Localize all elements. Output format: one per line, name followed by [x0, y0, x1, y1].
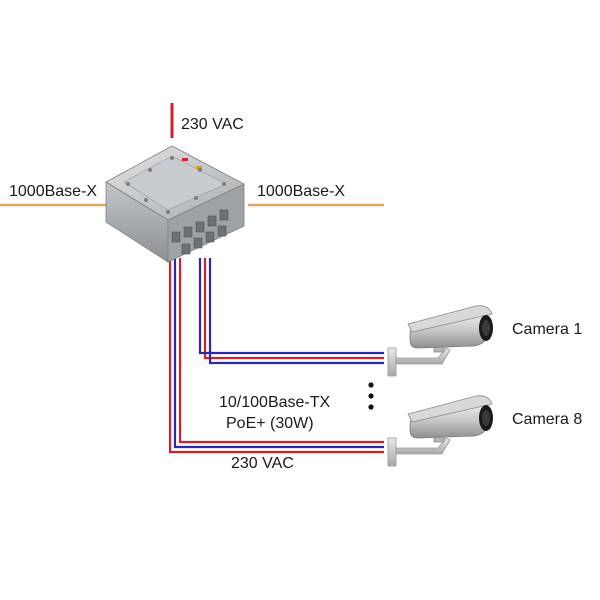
explosion-proof-switch-enclosure-icon: [105, 145, 245, 263]
cable-camera-8-blue: [173, 258, 384, 449]
power-label-top: 230 VAC: [181, 116, 244, 133]
ethernet-label-line1: 10/100Base-TX: [219, 394, 331, 411]
uplink-label-left: 1000Base-X: [9, 183, 97, 200]
power-label-bottom: 230 VAC: [231, 455, 294, 472]
camera-label-first: Camera 1: [512, 321, 582, 338]
cable-camera-8-red2: [168, 258, 384, 454]
uplink-label-right: 1000Base-X: [257, 183, 345, 200]
ethernet-label-line2: PoE+ (30W): [226, 415, 314, 432]
ellipsis-dots: [368, 382, 374, 410]
cable-camera-1-red: [203, 258, 384, 360]
camera-label-last: Camera 8: [512, 411, 582, 428]
wiring: [0, 103, 384, 454]
cctv-camera-icon: [387, 305, 494, 377]
cable-camera-8-red: [178, 258, 384, 444]
cable-camera-1-red2: [198, 258, 384, 355]
cctv-camera-icon: [387, 395, 494, 467]
cable-camera-1-blue: [208, 258, 384, 365]
